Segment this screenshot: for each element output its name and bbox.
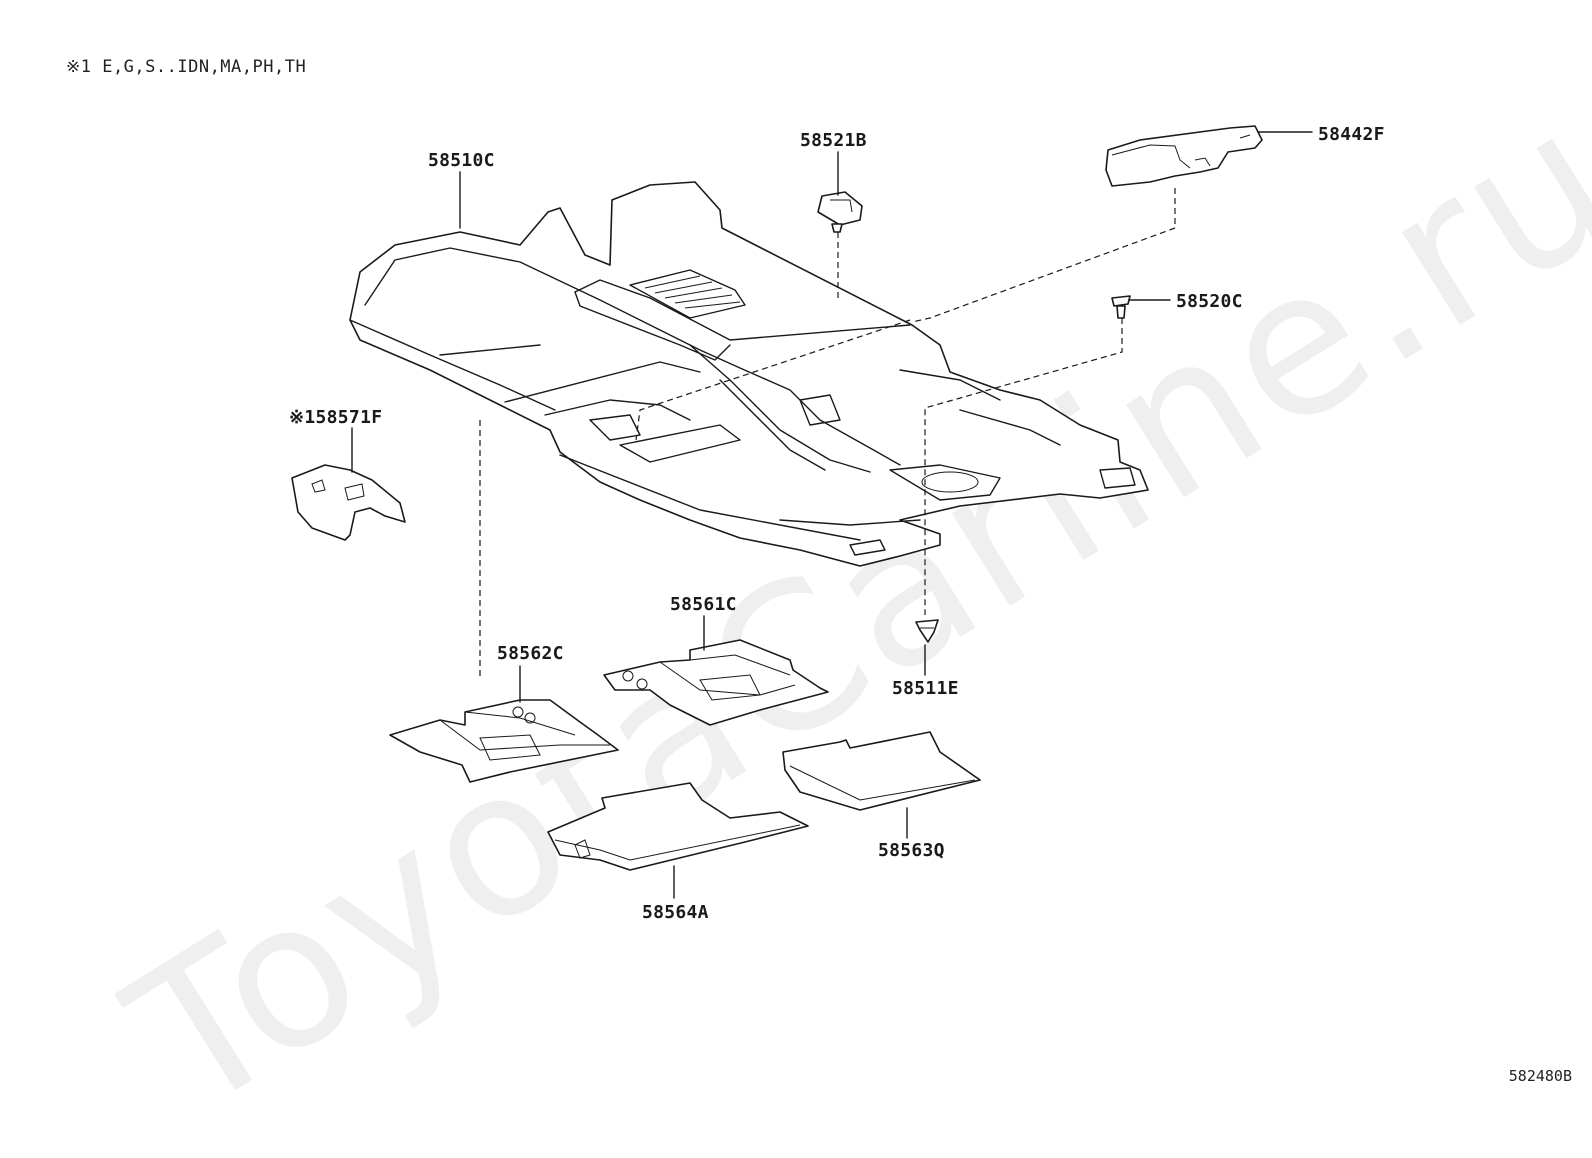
cover-58442F[interactable] bbox=[1105, 125, 1263, 187]
label-58510C[interactable]: 58510C bbox=[428, 150, 495, 171]
applicability-note: ※1 E,G,S..IDN,MA,PH,TH bbox=[66, 57, 307, 77]
label-58564A[interactable]: 58564A bbox=[642, 902, 709, 923]
clip-58511E[interactable] bbox=[915, 619, 939, 643]
label-58562C[interactable]: 58562C bbox=[497, 643, 564, 664]
label-58521B[interactable]: 58521B bbox=[800, 130, 867, 151]
label-58571F[interactable]: ※158571F bbox=[289, 407, 383, 428]
floor-carpet-58510C[interactable] bbox=[349, 181, 1149, 567]
pad-58571F[interactable] bbox=[291, 464, 406, 541]
clip-58521B[interactable] bbox=[817, 191, 863, 233]
label-58511E[interactable]: 58511E bbox=[892, 678, 959, 699]
label-58561C[interactable]: 58561C bbox=[670, 594, 737, 615]
parts-diagram bbox=[291, 125, 1313, 899]
mat-58564A[interactable] bbox=[547, 782, 809, 871]
clip-58520C[interactable] bbox=[1111, 295, 1131, 319]
label-58563Q[interactable]: 58563Q bbox=[878, 840, 945, 861]
leader-lines bbox=[351, 131, 1313, 899]
label-58520C[interactable]: 58520C bbox=[1176, 291, 1243, 312]
mat-58561C[interactable] bbox=[603, 639, 829, 726]
mat-58563Q[interactable] bbox=[782, 731, 981, 811]
assembly-lines bbox=[479, 188, 1176, 676]
mat-58562C[interactable] bbox=[389, 699, 619, 783]
diagram-code: 582480B bbox=[1508, 1067, 1572, 1085]
label-58442F[interactable]: 58442F bbox=[1318, 124, 1385, 145]
